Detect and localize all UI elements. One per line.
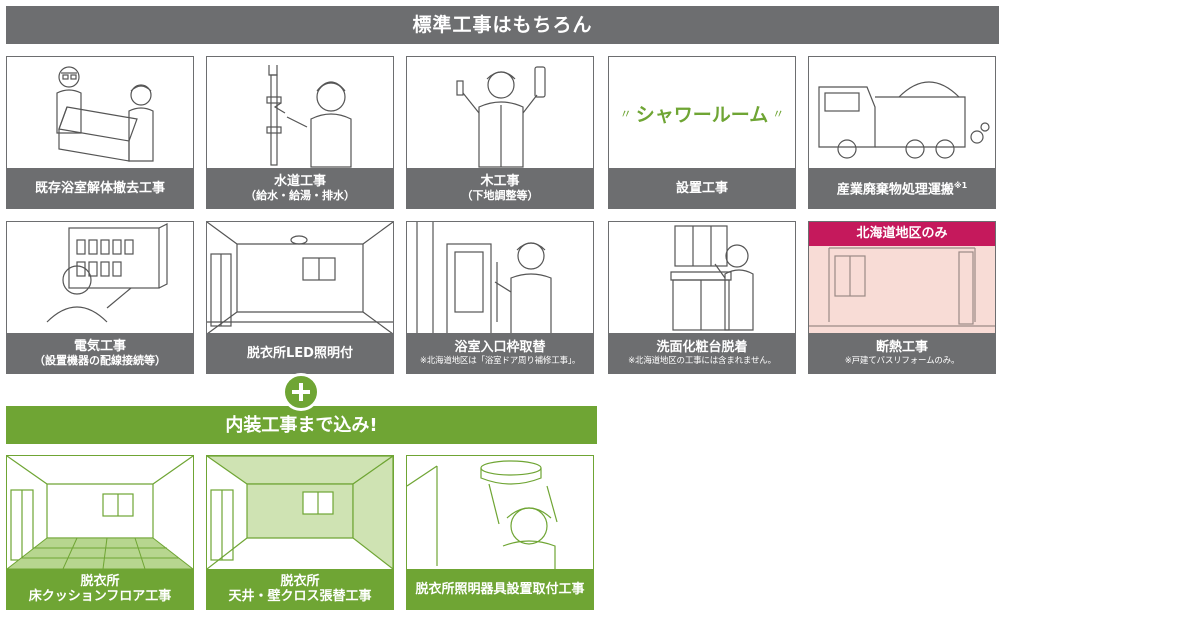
plumbing-illustration [266,65,352,168]
work-card-demolition: 既存浴室解体撤去工事 [6,56,194,209]
wallpaper-illustration [207,456,393,569]
work-subtitle: （設置機器の配線接続等） [34,353,166,367]
interior-line2: 床クッションフロア工事 [28,589,172,604]
interior-card-floor: 脱衣所 床クッションフロア工事 [6,455,194,610]
interior-works-banner: 内装工事まで込み! [6,406,597,444]
work-note: ※北海道地区は「浴室ドア周り補修工事」。 [419,355,581,366]
interior-line1: 脱衣所照明器具設置取付工事 [415,581,585,597]
plus-icon [282,373,320,411]
electrical-illustration [46,223,168,323]
work-subtitle: （下地調整等） [461,188,539,202]
work-card-installation: 〃 シャワールーム 〃 設置工事 [608,56,796,209]
work-title: 既存浴室解体撤去工事 [34,180,165,196]
work-title: 電気工事 [73,338,126,354]
door-frame-illustration [416,222,552,334]
room-light-illustration [207,222,393,334]
work-card-waste-transport: 産業廃棄物処理運搬※1 [808,56,996,209]
floor-illustration [7,456,193,569]
vanity-illustration [670,225,754,331]
work-title: 洗面化粧台脱着 [656,339,748,355]
work-title: 木工事 [480,173,520,189]
interior-card-light-fixture: 脱衣所照明器具設置取付工事 [406,455,594,610]
sparkle-icon: 〃 [619,106,632,121]
shower-room-text: シャワールーム [635,103,769,126]
work-card-electrical: 電気工事 （設置機器の配線接続等） [6,221,194,374]
insulated-room-illustration [809,247,995,327]
hokkaido-only-tag: 北海道地区のみ [809,222,995,246]
standard-works-banner: 標準工事はもちろん [6,6,999,44]
work-card-plumbing: 水道工事 （給水・給湯・排水） [206,56,394,209]
demolition-illustration [56,66,154,162]
shower-room-logo: 〃 シャワールーム 〃 [609,57,795,169]
work-card-vanity: 洗面化粧台脱着 ※北海道地区の工事には含まれません。 [608,221,796,374]
light-fixture-illustration [407,460,558,569]
interior-line1: 脱衣所 [280,574,320,589]
work-title: 断熱工事 [875,339,928,355]
work-title: 設置工事 [675,180,728,196]
footnote-mark: ※1 [953,181,968,191]
work-title: 水道工事 [273,173,326,189]
work-card-led-lighting: 脱衣所LED照明付 [206,221,394,374]
work-card-carpentry: 木工事 （下地調整等） [406,56,594,209]
interior-line2: 天井・壁クロス張替工事 [228,589,372,604]
work-subtitle: （給水・給湯・排水） [245,188,355,202]
work-card-bath-entrance: 浴室入口枠取替 ※北海道地区は「浴室ドア周り補修工事」。 [406,221,594,374]
work-note: ※戸建てバスリフォームのみ。 [844,355,960,366]
work-title: 浴室入口枠取替 [454,339,546,355]
work-card-insulation: 北海道地区のみ 断熱工事 ※戸建てバスリフォームのみ。 [808,221,996,374]
carpentry-illustration [456,66,546,168]
truck-illustration [818,81,990,159]
work-title: 脱衣所LED照明付 [247,345,353,361]
sparkle-icon: 〃 [772,106,785,121]
work-title: 産業廃棄物処理運搬※1 [836,181,968,198]
interior-line1: 脱衣所 [80,574,120,589]
interior-card-wallpaper: 脱衣所 天井・壁クロス張替工事 [206,455,394,610]
work-note: ※北海道地区の工事には含まれません。 [628,355,776,366]
